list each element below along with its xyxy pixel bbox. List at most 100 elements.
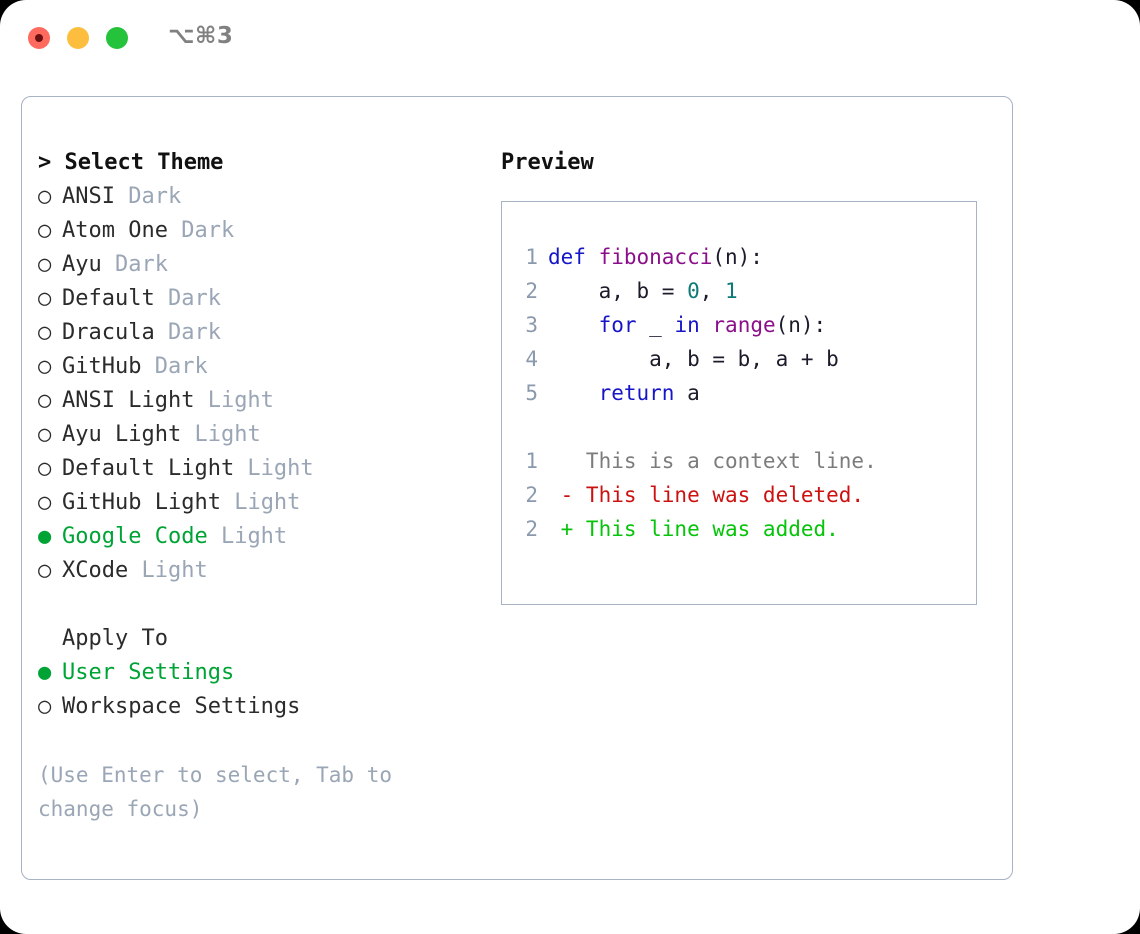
line-number: 2 <box>525 517 538 541</box>
theme-list-item[interactable]: ○ Default Dark <box>38 282 478 316</box>
code-token-num: 1 <box>725 279 738 303</box>
code-token-fn: fibonacci <box>598 245 713 269</box>
code-line: 5 return a <box>514 376 968 410</box>
theme-variant-tag: Light <box>194 388 274 413</box>
radio-unselected-icon: ○ <box>38 422 52 447</box>
line-number: 3 <box>525 313 538 337</box>
theme-name: GitHub Light <box>62 490 221 515</box>
maximize-window-button[interactable] <box>106 27 128 49</box>
apply-to-header-indent <box>38 622 62 656</box>
theme-list-item[interactable]: ○Ayu Dark <box>38 248 478 282</box>
diff-line: 2 - This line was deleted. <box>514 478 968 512</box>
theme-name: ANSI <box>62 184 115 209</box>
code-token-num: 0 <box>687 279 700 303</box>
apply-to-header-label: Apply To <box>62 626 168 651</box>
diff-line: 2 + This line was added. <box>514 512 968 546</box>
close-window-button[interactable] <box>28 27 50 49</box>
theme-list-item[interactable]: ● Google Code Light <box>38 520 478 554</box>
radio-selected-icon: ● <box>38 524 52 549</box>
radio-unselected-icon: ○ <box>38 218 52 243</box>
title-bar: ⌥⌘3 <box>0 0 1140 76</box>
theme-list-item[interactable]: ○Atom One Dark <box>38 214 478 248</box>
radio-unselected-icon: ○ <box>38 490 52 515</box>
code-token-txt <box>700 313 713 337</box>
code-token-kw: for <box>598 313 637 337</box>
theme-variant-tag: Dark <box>114 184 182 209</box>
code-line: 3 for _ in range(n): <box>514 308 968 342</box>
terminal-panel: > Select Theme ○ANSI Dark○Atom One Dark○… <box>21 96 1013 880</box>
code-token-txt: , <box>699 279 726 303</box>
theme-list-item[interactable]: ○ ANSI Dark <box>38 180 478 214</box>
theme-variant-tag: Dark <box>154 286 221 311</box>
code-token-fn: range <box>712 313 776 337</box>
code-token-kw: return <box>598 381 675 405</box>
apply-to-label: User Settings <box>62 660 235 685</box>
theme-name: Ayu <box>62 252 102 277</box>
theme-name: Default Light <box>62 456 235 481</box>
theme-list-item[interactable]: ○ ANSI Light Light <box>38 384 478 418</box>
radio-unselected-icon: ○ <box>38 354 52 379</box>
radio-unselected-icon: ○ <box>38 694 52 719</box>
theme-name: XCode <box>62 558 129 583</box>
theme-variant-tag: Light <box>128 558 208 583</box>
theme-variant-tag: Dark <box>167 218 235 243</box>
apply-to-list: ●User Settings ○ Workspace Settings <box>38 656 478 724</box>
preview-title: Preview <box>501 150 594 175</box>
code-token-txt: _ <box>636 313 675 337</box>
radio-unselected-icon: ○ <box>38 388 52 413</box>
theme-list-item[interactable]: ○ GitHub Dark <box>38 350 478 384</box>
theme-list-item[interactable]: ○ Default Light Light <box>38 452 478 486</box>
diff-line: 1 This is a context line. <box>514 444 968 478</box>
code-token-kw: in <box>674 313 700 337</box>
minimize-window-button[interactable] <box>67 27 89 49</box>
theme-selector-header: > Select Theme <box>38 150 224 175</box>
code-token-txt: (n): <box>775 313 827 337</box>
apply-to-item[interactable]: ○ Workspace Settings <box>38 690 478 724</box>
theme-list: ○ANSI Dark○Atom One Dark○Ayu Dark○Defaul… <box>38 180 478 588</box>
list-spacer <box>38 588 478 622</box>
theme-variant-tag: Light <box>234 456 314 481</box>
code-diff-separator <box>514 410 968 444</box>
radio-unselected-icon: ○ <box>38 558 52 583</box>
code-token-txt <box>548 381 599 405</box>
radio-unselected-icon: ○ <box>38 456 52 481</box>
line-number: 1 <box>525 449 538 473</box>
line-number: 2 <box>525 279 538 303</box>
theme-name: Google Code <box>62 524 208 549</box>
code-token-txt: a, b = b, a + b <box>548 347 839 371</box>
theme-variant-tag: Light <box>181 422 261 447</box>
theme-variant-tag: Light <box>207 524 288 549</box>
line-number: 4 <box>525 347 538 371</box>
theme-list-item[interactable]: ○GitHub Light Light <box>38 486 478 520</box>
theme-list-item[interactable]: ○ Ayu Light Light <box>38 418 478 452</box>
code-token-txt <box>548 313 599 337</box>
theme-name: GitHub <box>62 354 142 379</box>
keyboard-shortcut-label: ⌥⌘3 <box>168 23 234 49</box>
code-token-txt: (n): <box>712 245 763 269</box>
code-token-kw: def <box>548 245 599 269</box>
keyboard-hint-text: (Use Enter to select, Tab to change focu… <box>38 763 393 821</box>
theme-name: ANSI Light <box>62 388 195 413</box>
theme-name: Default <box>62 286 155 311</box>
theme-variant-tag: Dark <box>154 320 221 345</box>
code-token-txt: a, b = <box>548 279 688 303</box>
theme-list-item[interactable]: ○ XCode Light <box>38 554 478 588</box>
radio-unselected-icon: ○ <box>38 320 52 345</box>
theme-selector-column: > Select Theme ○ANSI Dark○Atom One Dark○… <box>38 146 478 826</box>
code-line: 2 a, b = 0, 1 <box>514 274 968 308</box>
apply-to-label: Workspace Settings <box>62 694 301 719</box>
radio-unselected-icon: ○ <box>38 286 52 311</box>
theme-variant-tag: Dark <box>141 354 208 379</box>
radio-unselected-icon: ○ <box>38 184 52 209</box>
theme-variant-tag: Dark <box>101 252 168 277</box>
theme-name: Dracula <box>62 320 155 345</box>
theme-list-item[interactable]: ○ Dracula Dark <box>38 316 478 350</box>
apply-to-item[interactable]: ●User Settings <box>38 656 478 690</box>
code-line: 4 a, b = b, a + b <box>514 342 968 376</box>
diff-line-text: - This line was deleted. <box>548 483 865 507</box>
theme-name: Ayu Light <box>62 422 182 447</box>
diff-line-text: + This line was added. <box>548 517 839 541</box>
